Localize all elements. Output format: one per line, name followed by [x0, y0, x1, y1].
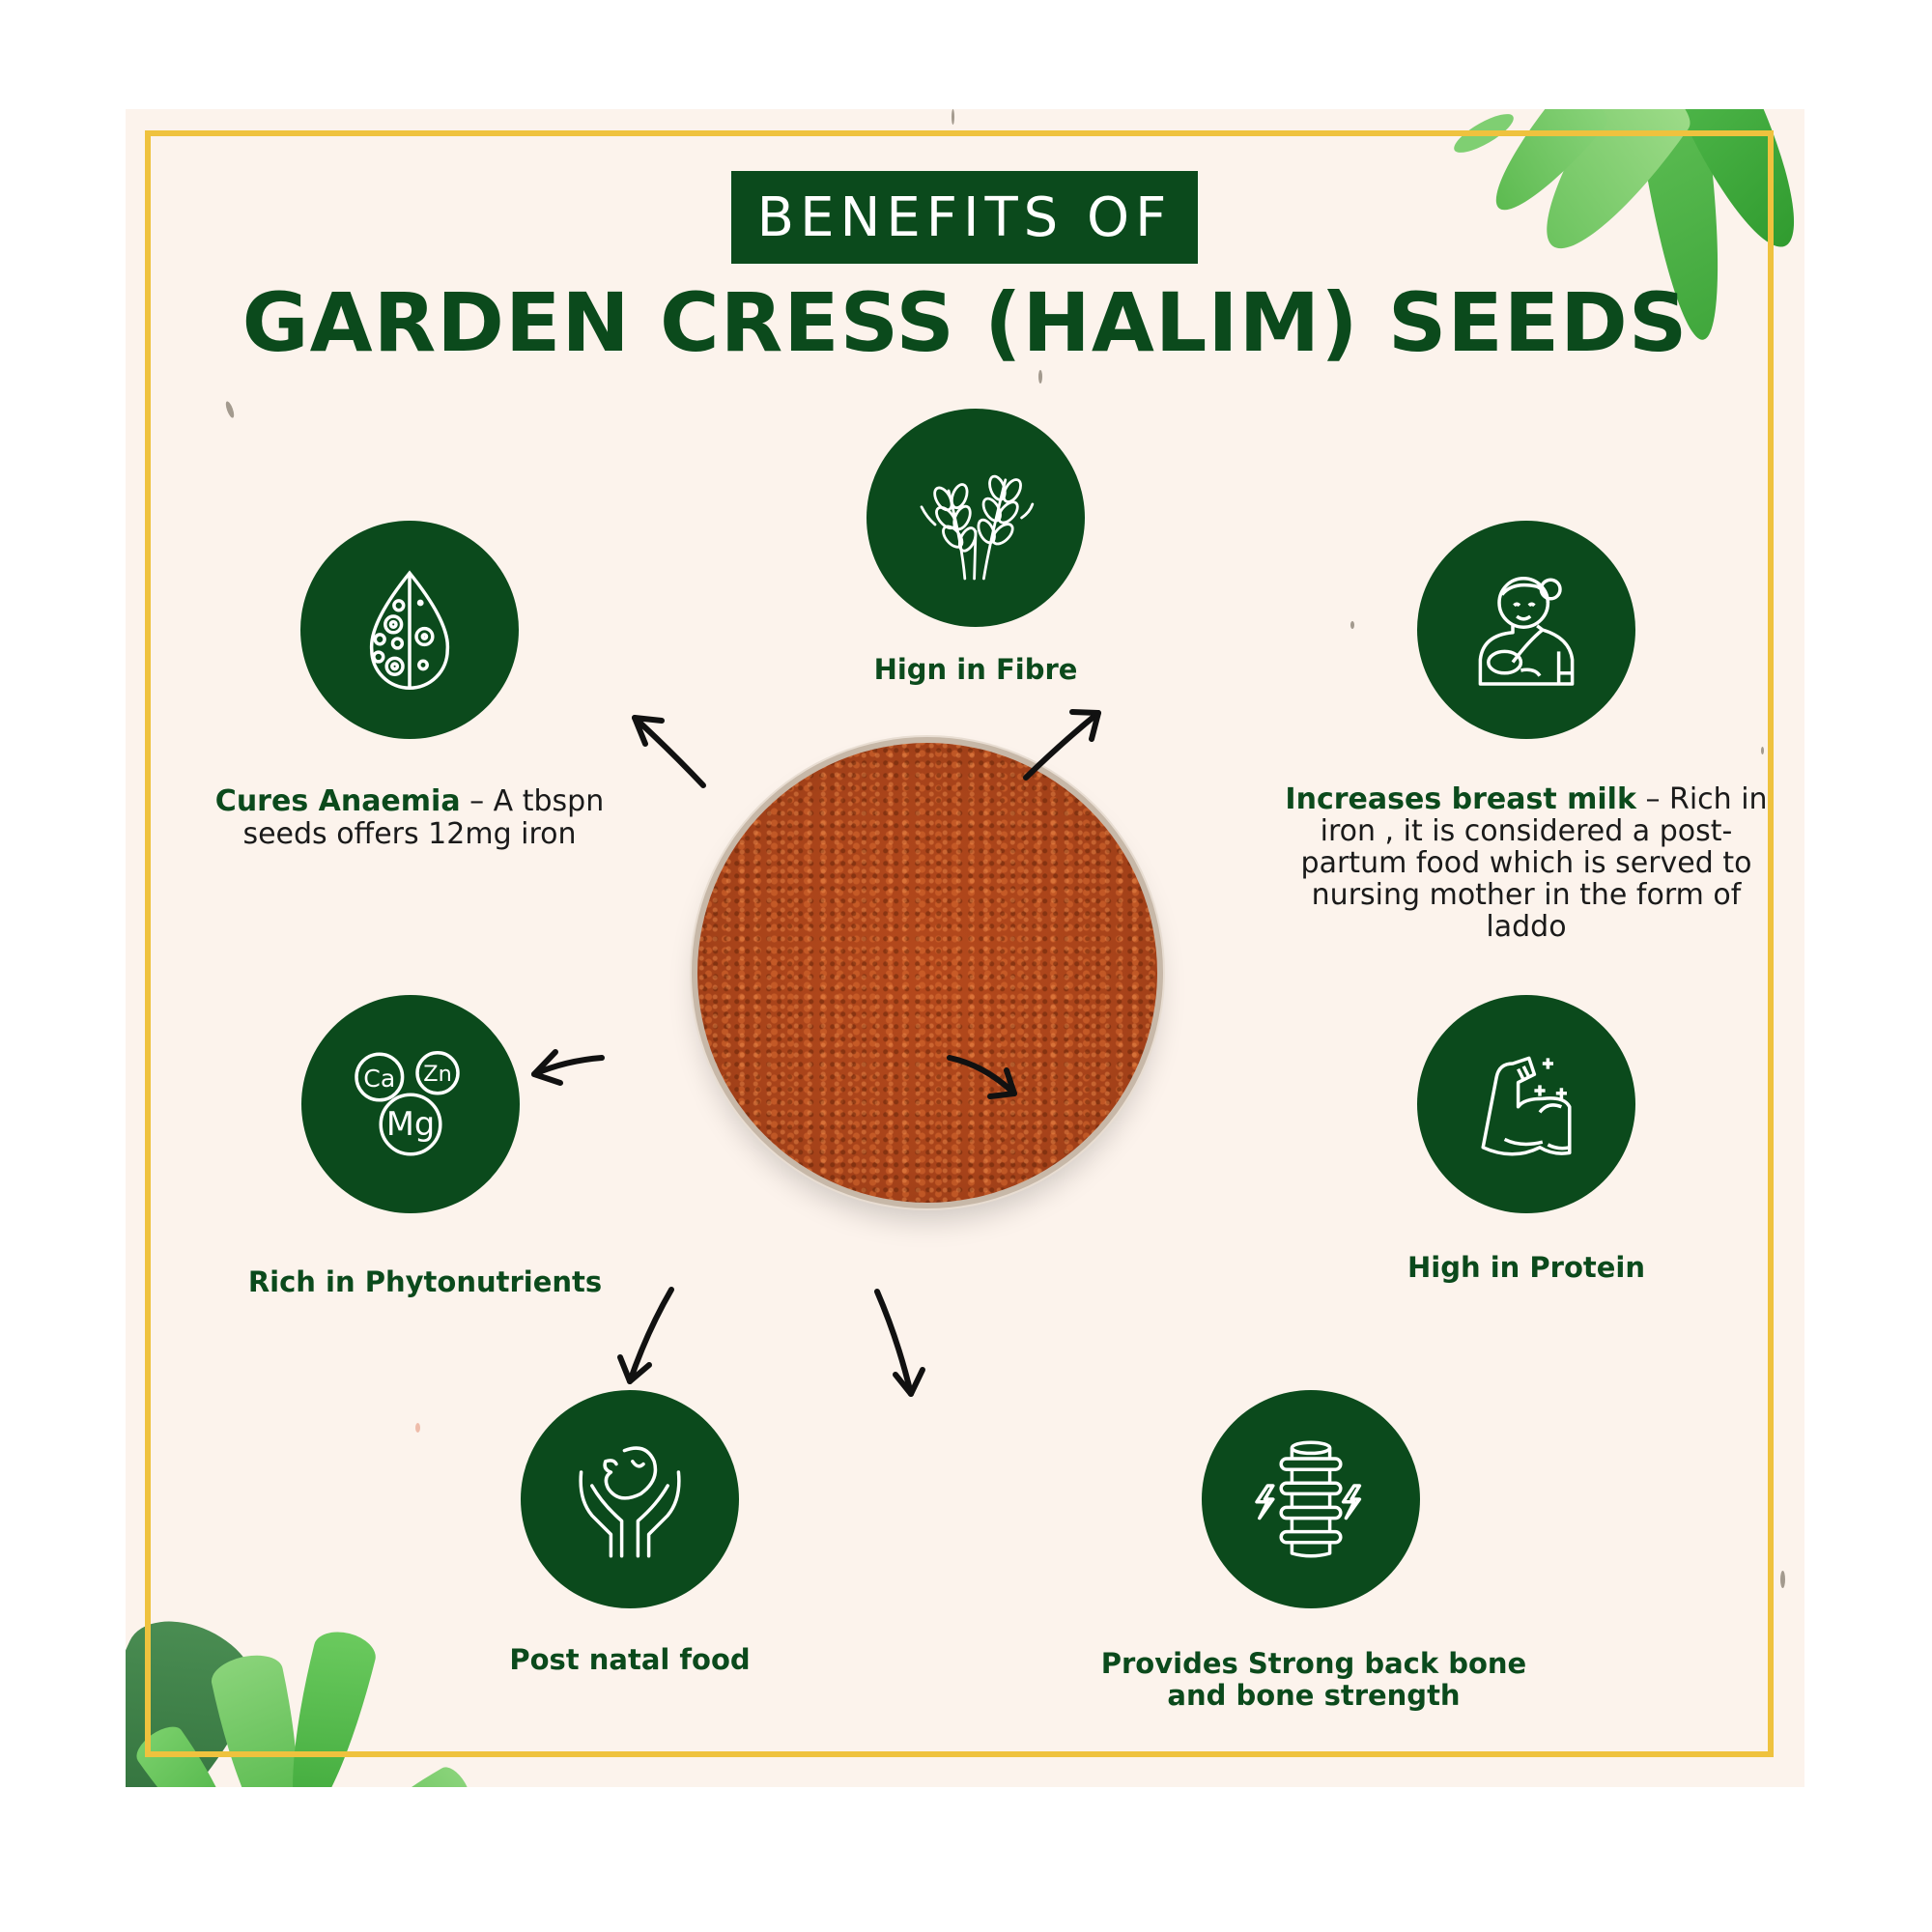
wheat-icon	[920, 474, 1035, 581]
infographic-panel: BENEFITS OF GARDEN CRESS (HALIM) SEEDS	[126, 109, 1804, 1787]
svg-text:Ca: Ca	[363, 1065, 395, 1093]
spine-icon	[1255, 1440, 1362, 1558]
svg-text:Zn: Zn	[423, 1062, 452, 1087]
benefit-label-breast-milk: Increases breast milk – Rich in iron , i…	[1285, 783, 1768, 943]
benefit-icon-circle-protein	[1417, 995, 1635, 1213]
benefit-label-post-natal: Post natal food	[466, 1643, 794, 1676]
page-title: GARDEN CRESS (HALIM) SEEDS	[242, 275, 1689, 370]
benefit-title: Hign in Fibre	[873, 653, 1078, 686]
paper-speck	[1761, 747, 1764, 754]
benefit-icon-circle-anaemia	[300, 521, 519, 739]
benefit-label-fibre: Hign in Fibre	[831, 653, 1121, 686]
paper-speck	[952, 109, 954, 125]
blood-drop-icon	[369, 570, 450, 690]
flexed-bicep-icon	[1481, 1056, 1572, 1156]
benefit-title: Cures Anaemia	[214, 784, 461, 818]
benefit-label-bone: Provides Strong back bone and bone stren…	[1092, 1648, 1536, 1712]
benefit-title: Post natal food	[509, 1643, 751, 1676]
header-kicker: BENEFITS OF	[756, 185, 1173, 249]
paper-speck	[1350, 621, 1354, 629]
paper-speck	[415, 1423, 420, 1433]
benefit-icon-circle-post-natal	[521, 1390, 739, 1608]
paper-speck	[1038, 370, 1042, 384]
benefit-title: Provides Strong back bone and bone stren…	[1100, 1647, 1527, 1712]
minerals-ca-zn-mg-icon: Ca Zn Mg	[355, 1051, 460, 1156]
yellow-border-frame	[145, 130, 1774, 1757]
baby-in-hands-icon	[579, 1446, 681, 1558]
benefit-detail: – Rich in iron , it is considered a post…	[1300, 782, 1768, 944]
benefit-title: Increases breast milk	[1285, 782, 1636, 816]
benefit-icon-circle-fibre	[867, 409, 1085, 627]
benefit-icon-circle-breast-milk	[1417, 521, 1635, 739]
seed-bowl-image	[697, 743, 1157, 1203]
benefit-detail: – A tbspn seeds offers 12mg iron	[242, 784, 605, 851]
benefit-title: High in Protein	[1407, 1251, 1645, 1284]
header-kicker-box: BENEFITS OF	[731, 171, 1198, 264]
benefit-icon-circle-bone	[1202, 1390, 1420, 1608]
paper-speck	[1780, 1571, 1785, 1588]
nursing-mother-icon	[1478, 577, 1575, 686]
benefit-icon-circle-phytonutrients: Ca Zn Mg	[301, 995, 520, 1213]
benefit-label-phytonutrients: Rich in Phytonutrients	[203, 1265, 647, 1298]
svg-text:Mg: Mg	[386, 1105, 435, 1143]
benefit-label-anaemia: Cures Anaemia – A tbspn seeds offers 12m…	[184, 785, 636, 851]
benefit-title: Rich in Phytonutrients	[247, 1265, 603, 1298]
benefit-label-protein: High in Protein	[1362, 1251, 1690, 1284]
